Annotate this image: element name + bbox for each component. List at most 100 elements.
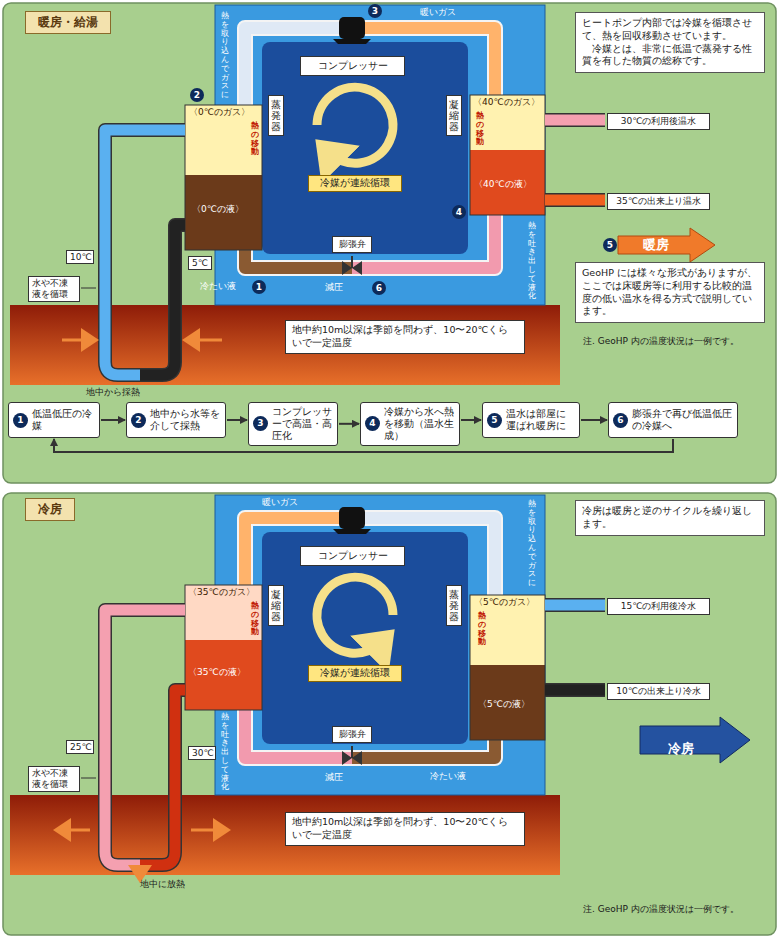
panel-title: 冷房 <box>25 498 75 521</box>
temperature-box: 30℃ <box>188 746 216 760</box>
label: 冷たい液 <box>430 772 466 782</box>
process-box: 1 低温低圧の冷媒 <box>8 402 100 438</box>
node-text: 35℃の出来上り温水 <box>611 195 706 208</box>
process-box: 6膨張弁で再び低温低圧の冷媒へ <box>608 402 738 438</box>
node-text: 10℃ <box>70 252 90 262</box>
flow-arrow <box>339 423 359 425</box>
note-box: ヒートポンプ内部では冷媒を循環させて、熱を回収移動させています。冷媒とは、非常に… <box>575 12 765 73</box>
callout-number: 2 <box>131 413 146 428</box>
component-box: コンプレッサー <box>300 546 405 566</box>
flow-arrow <box>461 419 481 421</box>
node-text: 凝縮器 <box>271 589 281 622</box>
node-text: 冷房は暖房と逆のサイクルを繰り返します。 <box>582 505 758 531</box>
callout-number: 3 <box>253 416 268 431</box>
label: 熱の移動 <box>251 602 259 637</box>
label: 暖いガス <box>420 8 456 18</box>
node-text: 10℃の出来上り冷水 <box>611 685 706 698</box>
process-box: 5 温水は部屋に運ばれ暖房に <box>482 402 580 438</box>
callout-number: 4 <box>452 205 466 219</box>
panel-ground <box>3 493 776 935</box>
label: 〈35℃の液〉 <box>188 668 246 678</box>
note-box: 水や不凍液を循環 <box>28 276 80 302</box>
process-box: 4冷媒から水へ熱を移動（温水生成） <box>360 402 460 446</box>
label: 熱を取り込んでガスに <box>221 12 229 100</box>
compressor-symbol <box>333 529 371 534</box>
refrigerant-duct <box>352 215 495 268</box>
node-text: 25℃ <box>70 742 90 752</box>
node-text: 水や不凍液を循環 <box>32 278 76 300</box>
liquid-zone <box>470 665 545 740</box>
exchanger-box <box>470 95 545 215</box>
node-text: 温水は部屋に運ばれ暖房に <box>506 408 575 432</box>
label: 熱の移動 <box>251 122 259 157</box>
label: 〈40℃のガス〉 <box>473 98 540 108</box>
label: 減圧 <box>325 773 343 783</box>
duct-outline <box>352 215 495 268</box>
ground-note: 地中約10m以深は季節を問わず、10〜20℃くらいで一定温度 <box>285 320 525 354</box>
temperature-box: 15℃の利用後冷水 <box>607 598 710 615</box>
label: 〈0℃の液〉 <box>192 205 244 215</box>
temperature-box: 10℃の出来上り冷水 <box>607 683 710 700</box>
gas-zone <box>470 95 545 150</box>
heat-pump-housing <box>215 495 545 795</box>
heat-pump-housing <box>215 5 545 305</box>
inner-region <box>262 532 468 744</box>
water-pipe <box>140 225 185 375</box>
ground-note: 地中約10m以深は季節を問わず、10〜20℃くらいで一定温度 <box>285 812 525 846</box>
heat-arrow <box>62 829 90 832</box>
pipe-outline <box>545 683 605 697</box>
leader-line <box>81 778 96 779</box>
callout-number: 1 <box>252 280 266 294</box>
refrigerant-duct <box>352 740 495 758</box>
flow-arrow <box>581 419 607 421</box>
temperature-box: 膨張弁 <box>332 236 372 253</box>
component-box: 蒸発器 <box>446 585 462 626</box>
label: 地中から採熱 <box>86 388 140 398</box>
node-text: 低温低圧の冷媒 <box>32 408 95 432</box>
label: 熱の移動 <box>478 612 486 647</box>
node-text: 膨張弁 <box>336 728 368 741</box>
label: 冷房 <box>668 742 694 756</box>
label: 〈40℃の液〉 <box>474 180 532 190</box>
temperature-box: 膨張弁 <box>332 726 372 743</box>
water-pipe <box>545 195 605 206</box>
callout-number: 6 <box>613 413 628 428</box>
cooling-arrow <box>640 717 750 763</box>
temperature-box: 35℃の出来上り温水 <box>607 193 710 210</box>
callout-number: 2 <box>190 88 204 102</box>
temperature-box: 25℃ <box>66 740 94 754</box>
gas-zone <box>185 585 262 640</box>
label: 暖いガス <box>262 498 298 508</box>
node-text: ヒートポンプ内部では冷媒を循環させて、熱を回収移動させています。 <box>582 17 758 43</box>
heat-arrow <box>191 339 222 342</box>
panel: 冷房冷房は暖房と逆のサイクルを繰り返します。コンプレッサー凝縮器蒸発器冷媒が連続… <box>3 490 776 932</box>
pipe-outline <box>105 130 185 375</box>
label: 熱を吐き出して液化 <box>221 713 229 792</box>
process-box: 3コンプレッサーで高温・高圧化 <box>248 402 338 446</box>
node-text: 蒸発器 <box>449 589 459 622</box>
callout-number: 5 <box>487 413 502 428</box>
temperature-box: 10℃ <box>66 250 94 264</box>
node-text: 凝縮器 <box>449 99 459 132</box>
water-pipe <box>545 685 605 696</box>
duct-outline <box>352 740 495 758</box>
callout-number: 6 <box>372 281 386 295</box>
earth-band <box>10 795 560 875</box>
label: 〈5℃のガス〉 <box>474 598 535 608</box>
cycle-arrow <box>317 577 393 653</box>
node-text: 地中約10m以深は季節を問わず、10〜20℃くらいで一定温度 <box>292 324 518 350</box>
callout-number: 5 <box>603 238 617 252</box>
node-text: 冷媒が連続循環 <box>312 177 398 190</box>
pipe-outline <box>140 225 185 375</box>
callout-number: 1 <box>13 413 28 428</box>
note-box: GeoHP には様々な形式がありますが、ここでは床暖房等に利用する比較的温度の低… <box>575 262 765 323</box>
label: 注. GeoHP 内の温度状況は一例です。 <box>583 905 739 915</box>
pipe-outline <box>545 193 605 207</box>
component-box: 凝縮器 <box>446 95 462 136</box>
water-pipe <box>140 690 185 865</box>
label: 減圧 <box>325 283 343 293</box>
label: 〈0℃のガス〉 <box>189 108 250 118</box>
node-text: 水や不凍液を循環 <box>32 768 76 790</box>
gas-zone <box>185 105 262 175</box>
